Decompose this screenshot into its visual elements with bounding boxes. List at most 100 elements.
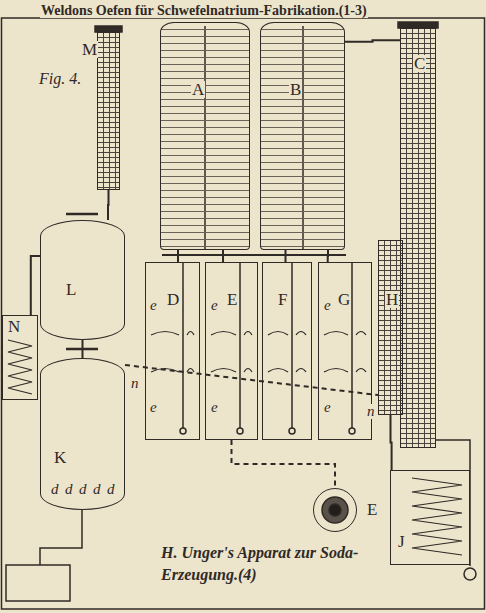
- pipe-connector: [31, 256, 40, 315]
- node-label-holder: E: [366, 501, 378, 519]
- part-letter: E: [226, 291, 238, 308]
- coil-box: J: [390, 470, 470, 565]
- pipe-connector: [232, 440, 336, 488]
- liquid-baffle: [244, 332, 252, 336]
- liquid-baffle: [324, 369, 348, 373]
- siphon-tube: [351, 262, 353, 428]
- label-holder: d: [92, 480, 102, 498]
- node-label-holder: K: [53, 449, 67, 467]
- label-holder: e: [323, 296, 332, 314]
- node-label-holder: A: [191, 81, 205, 99]
- callout-letter: e: [323, 298, 332, 313]
- callout-letter: d: [50, 482, 60, 497]
- pipe-connector: [107, 190, 110, 220]
- label-holder: n: [130, 374, 140, 392]
- coil-windings: [8, 340, 32, 394]
- figure-caption: H. Unger's Apparat zur Soda-Erzeugung.(4…: [160, 542, 360, 585]
- liquid-baffle: [356, 369, 366, 373]
- callout-letter: d: [78, 482, 88, 497]
- node-label-holder: F: [277, 291, 288, 309]
- label-holder: d: [50, 480, 60, 498]
- packed-column: C: [400, 28, 436, 448]
- callout-letter: n: [130, 376, 140, 391]
- pipe-connector: [125, 365, 378, 395]
- pipe-connector: [327, 250, 329, 262]
- valve-bar: [66, 213, 98, 216]
- part-letter: A: [191, 81, 205, 98]
- siphon-tube: [182, 262, 184, 428]
- callout-letter: e: [149, 400, 158, 415]
- node-label-holder: L: [65, 281, 77, 299]
- storage-tank: B: [260, 22, 345, 250]
- node-label-holder: G: [337, 291, 351, 309]
- pipe-connector: [391, 415, 392, 470]
- node-label-holder: J: [397, 533, 406, 551]
- liquid-baffle: [268, 332, 288, 336]
- part-letter: C: [413, 55, 426, 72]
- part-letter: M: [81, 41, 98, 58]
- pipe-connector: [345, 40, 400, 42]
- pressure-vessel: L: [40, 220, 125, 340]
- liquid-baffle: [356, 332, 366, 336]
- storage-tank: A: [160, 22, 250, 250]
- node-label-holder: M: [81, 41, 98, 59]
- callout-letter: e: [210, 400, 219, 415]
- coil-box: N: [2, 315, 38, 400]
- label-holder: e: [210, 296, 219, 314]
- label-holder: n: [366, 402, 376, 420]
- figure-number: Fig. 4.: [38, 71, 82, 87]
- pipe-connector: [177, 250, 179, 262]
- siphon-tube: [291, 262, 293, 428]
- label-holder: e: [149, 296, 158, 314]
- liquid-baffle: [211, 332, 236, 336]
- label-holder: e: [323, 398, 332, 416]
- callout-letter: d: [92, 482, 102, 497]
- title-holder: Weldons Oefen für Schwefelnatrium-Fabrik…: [40, 1, 368, 19]
- packed-column: M: [97, 32, 120, 190]
- tube-end: [237, 428, 243, 434]
- part-letter: K: [53, 449, 67, 466]
- drain-wheel: [464, 568, 476, 580]
- liquid-baffle: [268, 369, 288, 373]
- callout-letter: e: [323, 400, 332, 415]
- node-label-holder: H: [385, 291, 399, 309]
- absorption-tank: F: [262, 262, 312, 440]
- callout-letter: d: [106, 482, 116, 497]
- node-label-holder: C: [413, 55, 426, 73]
- node-label-holder: E: [226, 291, 238, 309]
- part-letter: L: [65, 281, 77, 298]
- liquid-baffle: [324, 332, 348, 336]
- liquid-baffle: [187, 369, 194, 373]
- pan-center: [329, 504, 341, 516]
- packed-column: H: [378, 240, 403, 415]
- tube-end: [180, 428, 186, 434]
- pipe-connector: [285, 250, 287, 262]
- label-holder: e: [210, 398, 219, 416]
- sheet-title: Weldons Oefen für Schwefelnatrium-Fabrik…: [40, 4, 368, 18]
- caption-holder: H. Unger's Apparat zur Soda-Erzeugung.(4…: [160, 542, 360, 585]
- liquid-baffle: [211, 369, 236, 373]
- pipe-connector: [82, 340, 84, 358]
- part-letter: H: [385, 291, 399, 308]
- label-holder: d: [106, 480, 116, 498]
- part-letter: G: [337, 291, 351, 308]
- node-label-holder: B: [289, 81, 302, 99]
- pan-ring: [322, 497, 348, 523]
- tube-end: [349, 428, 355, 434]
- evaporating-pan: E: [313, 488, 357, 532]
- callout-letter: n: [366, 404, 376, 419]
- sheet-frame: [2, 18, 485, 609]
- label-holder: e: [149, 398, 158, 416]
- callout-letter: e: [210, 298, 219, 313]
- column-drain: [436, 440, 470, 566]
- part-letter: B: [289, 81, 302, 98]
- part-letter: F: [277, 291, 288, 308]
- receptacle: [6, 565, 70, 601]
- label-holder: d: [78, 480, 88, 498]
- valve-bar: [162, 254, 346, 256]
- label-holder: Fig. 4.: [38, 70, 82, 88]
- node-label-holder: N: [7, 318, 21, 336]
